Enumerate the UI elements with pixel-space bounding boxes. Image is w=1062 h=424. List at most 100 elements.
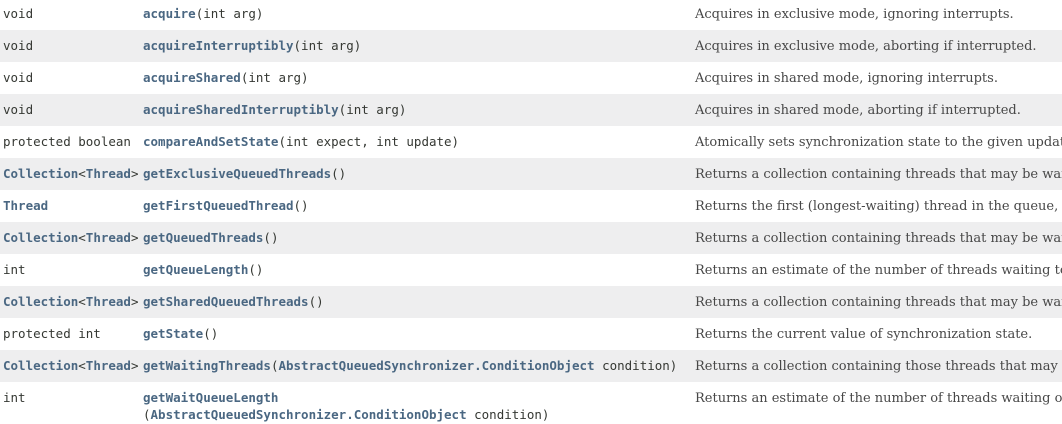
method-code: getExclusiveQueuedThreads() [143, 166, 346, 181]
description-cell: Returns a collection containing those th… [692, 350, 1062, 382]
method-signature-cell: acquire(int arg) [140, 0, 692, 30]
description-cell: Returns a collection containing threads … [692, 158, 1062, 190]
method-signature-cell: getExclusiveQueuedThreads() [140, 158, 692, 190]
description-cell: Atomically sets synchronization state to… [692, 126, 1062, 158]
modifier-and-type-cell: void [0, 30, 140, 62]
code-text: protected int [3, 326, 101, 341]
method-description: Acquires in shared mode, aborting if int… [695, 103, 1021, 118]
description-cell: Returns an estimate of the number of thr… [692, 254, 1062, 286]
description-cell: Returns a collection containing threads … [692, 222, 1062, 254]
method-link[interactable]: getWaitingThreads [143, 358, 271, 373]
method-link[interactable]: getQueuedThreads [143, 230, 264, 245]
description-cell: Returns an estimate of the number of thr… [692, 382, 1062, 424]
method-description: Returns a collection containing those th… [695, 359, 1062, 374]
type-link[interactable]: Thread [85, 166, 131, 181]
table-row: Collection<Thread> getSharedQueuedThread… [0, 286, 1062, 318]
method-link[interactable]: acquireInterruptibly [143, 38, 294, 53]
description-cell: Acquires in exclusive mode, aborting if … [692, 30, 1062, 62]
modifier-and-type-cell: Thread [0, 190, 140, 222]
method-description: Returns an estimate of the number of thr… [695, 263, 1062, 278]
modifier-and-type-cell: int [0, 254, 140, 286]
method-description: Returns a collection containing threads … [695, 231, 1062, 246]
method-link[interactable]: getSharedQueuedThreads [143, 294, 309, 309]
modifier-and-type-cell: protected int [0, 318, 140, 350]
method-link[interactable]: getFirstQueuedThread [143, 198, 294, 213]
type-code: protected int [3, 326, 101, 341]
method-description: Acquires in exclusive mode, aborting if … [695, 39, 1037, 54]
table-row: Collection<Thread> getWaitingThreads(Abs… [0, 350, 1062, 382]
code-text: (int expect, int update) [278, 134, 460, 149]
method-signature-cell: acquireSharedInterruptibly(int arg) [140, 94, 692, 126]
type-link[interactable]: Collection [3, 230, 79, 245]
method-code: getQueuedThreads() [143, 230, 278, 245]
code-text: () [293, 198, 309, 213]
method-code: getState() [143, 326, 218, 341]
method-code: acquireInterruptibly(int arg) [143, 38, 361, 53]
type-link[interactable]: Thread [3, 198, 49, 213]
code-text: condition) [594, 358, 678, 373]
method-signature-cell: getWaitQueueLength(AbstractQueuedSynchro… [140, 382, 692, 424]
type-link[interactable]: Thread [85, 358, 131, 373]
code-text: int [3, 390, 26, 405]
type-code: Collection<Thread> [3, 294, 138, 309]
code-text: > [130, 166, 139, 181]
method-link[interactable]: acquireShared [143, 70, 241, 85]
method-description: Atomically sets synchronization state to… [695, 135, 1062, 150]
method-description: Acquires in exclusive mode, ignoring int… [695, 7, 1014, 22]
type-code: protected boolean [3, 134, 131, 149]
method-link[interactable]: AbstractQueuedSynchronizer.ConditionObje… [150, 407, 467, 422]
method-code: acquire(int arg) [143, 6, 263, 21]
modifier-and-type-cell: void [0, 94, 140, 126]
modifier-and-type-cell: protected boolean [0, 126, 140, 158]
description-cell: Acquires in exclusive mode, ignoring int… [692, 0, 1062, 30]
modifier-and-type-cell: Collection<Thread> [0, 350, 140, 382]
method-link[interactable]: acquire [143, 6, 196, 21]
table-row: void acquireShared(int arg) Acquires in … [0, 62, 1062, 94]
description-cell: Acquires in shared mode, aborting if int… [692, 94, 1062, 126]
type-link[interactable]: Thread [85, 294, 131, 309]
method-description: Returns an estimate of the number of thr… [695, 391, 1062, 406]
code-text: (int arg) [338, 102, 407, 117]
method-link[interactable]: AbstractQueuedSynchronizer.ConditionObje… [278, 358, 595, 373]
description-cell: Returns the first (longest-waiting) thre… [692, 190, 1062, 222]
code-text: < [78, 166, 86, 181]
method-signature-cell: getSharedQueuedThreads() [140, 286, 692, 318]
type-code: int [3, 262, 26, 277]
method-code: getFirstQueuedThread() [143, 198, 309, 213]
table-row: protected boolean compareAndSetState(int… [0, 126, 1062, 158]
table-row: int getWaitQueueLength(AbstractQueuedSyn… [0, 382, 1062, 424]
method-signature-cell: acquireShared(int arg) [140, 62, 692, 94]
method-link[interactable]: getQueueLength [143, 262, 249, 277]
type-link[interactable]: Collection [3, 294, 79, 309]
table-row: void acquire(int arg) Acquires in exclus… [0, 0, 1062, 30]
method-signature-cell: getWaitingThreads(AbstractQueuedSynchron… [140, 350, 692, 382]
modifier-and-type-cell: Collection<Thread> [0, 222, 140, 254]
table-row: Thread getFirstQueuedThread() Returns th… [0, 190, 1062, 222]
type-link[interactable]: Collection [3, 358, 79, 373]
method-link[interactable]: acquireSharedInterruptibly [143, 102, 339, 117]
modifier-and-type-cell: Collection<Thread> [0, 286, 140, 318]
method-description: Acquires in shared mode, ignoring interr… [695, 71, 998, 86]
type-code: void [3, 6, 33, 21]
method-code: acquireSharedInterruptibly(int arg) [143, 102, 406, 117]
code-text: (int arg) [240, 70, 309, 85]
code-text: protected boolean [3, 134, 131, 149]
method-link[interactable]: getExclusiveQueuedThreads [143, 166, 332, 181]
code-text: () [331, 166, 347, 181]
code-text: condition) [466, 407, 550, 422]
method-link[interactable]: getState [143, 326, 204, 341]
method-description: Returns a collection containing threads … [695, 167, 1062, 182]
modifier-and-type-cell: Collection<Thread> [0, 158, 140, 190]
method-link[interactable]: compareAndSetState [143, 134, 279, 149]
method-signature-cell: getState() [140, 318, 692, 350]
type-link[interactable]: Thread [85, 230, 131, 245]
code-text: () [248, 262, 264, 277]
modifier-and-type-cell: int [0, 382, 140, 424]
method-signature-cell: compareAndSetState(int expect, int updat… [140, 126, 692, 158]
code-text: void [3, 70, 34, 85]
type-link[interactable]: Collection [3, 166, 79, 181]
table-row: void acquireInterruptibly(int arg) Acqui… [0, 30, 1062, 62]
method-link[interactable]: getWaitQueueLength [143, 390, 279, 405]
